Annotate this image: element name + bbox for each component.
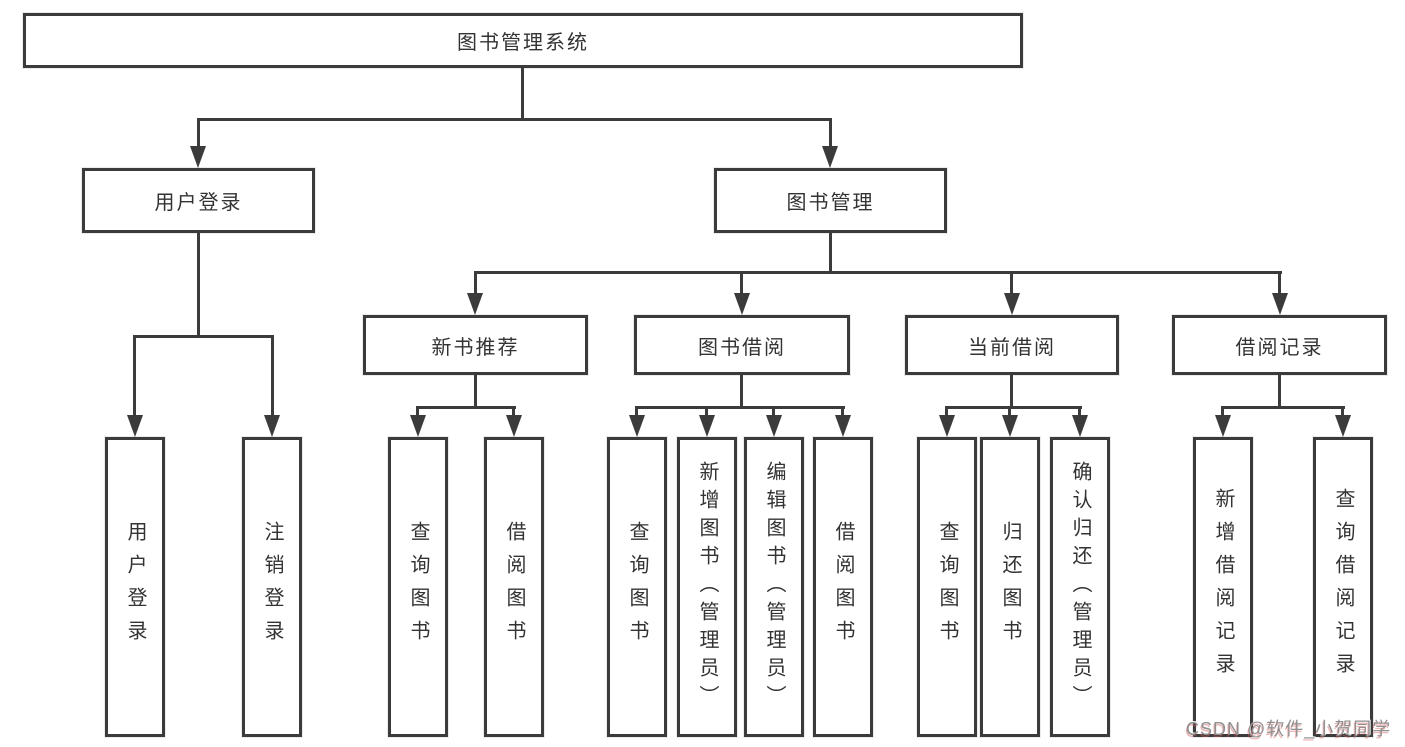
leaf-borrow-books: 借阅图书 xyxy=(813,437,873,737)
leaf-label: 新增图书（管理员） xyxy=(696,461,718,713)
leaf-logout: 注销登录 xyxy=(242,437,302,737)
node-borrow-records: 借阅记录 xyxy=(1172,315,1387,375)
connector-line xyxy=(521,68,524,118)
connector-line xyxy=(474,271,1282,274)
node-label: 借阅记录 xyxy=(1235,336,1324,359)
arrowhead-down xyxy=(835,415,851,437)
leaf-label: 注销登录 xyxy=(261,521,283,653)
node-label: 当前借阅 xyxy=(968,336,1056,359)
connector-line xyxy=(512,406,515,415)
leaf-recommend-borrow-books: 借阅图书 xyxy=(484,437,544,737)
arrowhead-down xyxy=(629,415,645,437)
connector-line xyxy=(197,118,832,121)
node-label: 图书管理 xyxy=(786,192,875,214)
arrowhead-down xyxy=(467,293,483,315)
connector-line xyxy=(474,375,477,406)
leaf-label: 查询图书 xyxy=(626,521,648,653)
connector-line xyxy=(1010,271,1013,293)
leaf-edit-books-admin: 编辑图书（管理员） xyxy=(744,437,804,737)
connector-line xyxy=(740,375,743,406)
arrowhead-down xyxy=(1002,415,1018,437)
leaf-label: 借阅图书 xyxy=(832,521,854,653)
connector-line xyxy=(1221,406,1224,415)
leaf-label: 查询借阅记录 xyxy=(1332,488,1354,686)
arrowhead-down xyxy=(822,146,838,168)
leaf-label: 归还图书 xyxy=(999,521,1021,653)
arrowhead-down xyxy=(699,415,715,437)
leaf-label: 查询图书 xyxy=(936,521,958,653)
node-user-login: 用户登录 xyxy=(82,168,315,233)
connector-line xyxy=(635,406,638,415)
connector-line xyxy=(197,233,200,335)
connector-line xyxy=(1221,406,1345,409)
leaf-user-login: 用户登录 xyxy=(105,437,165,737)
leaf-current-query-books: 查询图书 xyxy=(917,437,977,737)
arrowhead-down xyxy=(127,415,143,437)
arrowhead-down xyxy=(1072,415,1088,437)
leaf-add-books-admin: 新增图书（管理员） xyxy=(677,437,737,737)
node-current-borrow: 当前借阅 xyxy=(905,315,1119,375)
root-node-label: 图书管理系统 xyxy=(457,32,589,54)
connector-line xyxy=(1010,375,1013,406)
connector-line xyxy=(740,271,743,293)
connector-line xyxy=(197,118,200,148)
connector-line xyxy=(416,406,419,415)
connector-line xyxy=(772,406,775,415)
connector-line xyxy=(945,406,1082,409)
node-book-management: 图书管理 xyxy=(714,168,947,233)
arrowhead-down xyxy=(939,415,955,437)
node-label: 新书推荐 xyxy=(431,336,520,359)
leaf-label: 新增借阅记录 xyxy=(1212,488,1234,686)
leaf-label: 借阅图书 xyxy=(503,521,525,653)
arrowhead-down xyxy=(1272,293,1288,315)
root-node-library-system: 图书管理系统 xyxy=(23,13,1023,68)
arrowhead-down xyxy=(1335,415,1351,437)
arrowhead-down xyxy=(766,415,782,437)
leaf-return-books: 归还图书 xyxy=(980,437,1040,737)
connector-line xyxy=(1278,375,1281,406)
connector-line xyxy=(705,406,708,415)
arrowhead-down xyxy=(264,415,280,437)
connector-line xyxy=(1341,406,1344,415)
arrowhead-down xyxy=(410,415,426,437)
connector-line xyxy=(829,233,832,273)
connector-line xyxy=(133,335,274,338)
leaf-borrow-query-books: 查询图书 xyxy=(607,437,667,737)
leaf-recommend-query-books: 查询图书 xyxy=(388,437,448,737)
connector-line xyxy=(1278,271,1281,293)
arrowhead-down xyxy=(506,415,522,437)
connector-line xyxy=(474,271,477,293)
connector-line xyxy=(945,406,948,415)
connector-line xyxy=(133,335,136,415)
csdn-watermark: CSDN @软件_小贺同学 xyxy=(1186,719,1392,739)
node-label: 用户登录 xyxy=(154,192,243,214)
leaf-label: 查询图书 xyxy=(407,521,429,653)
leaf-label: 用户登录 xyxy=(124,521,146,653)
arrowhead-down xyxy=(1215,415,1231,437)
leaf-label: 编辑图书（管理员） xyxy=(763,461,785,713)
connector-line xyxy=(1078,406,1081,415)
connector-line xyxy=(841,406,844,415)
leaf-confirm-return-admin: 确认归还（管理员） xyxy=(1050,437,1110,737)
node-new-book-recommend: 新书推荐 xyxy=(363,315,588,375)
arrowhead-down xyxy=(190,146,206,168)
connector-line xyxy=(635,406,845,409)
connector-line xyxy=(271,335,274,415)
connector-line xyxy=(829,118,832,148)
connector-line xyxy=(1008,406,1011,415)
leaf-add-borrow-record: 新增借阅记录 xyxy=(1193,437,1253,737)
node-label: 图书借阅 xyxy=(698,336,786,359)
leaf-label: 确认归还（管理员） xyxy=(1069,461,1091,713)
leaf-query-borrow-record: 查询借阅记录 xyxy=(1313,437,1373,737)
arrowhead-down xyxy=(734,293,750,315)
node-book-borrow: 图书借阅 xyxy=(634,315,850,375)
arrowhead-down xyxy=(1004,293,1020,315)
connector-line xyxy=(416,406,516,409)
